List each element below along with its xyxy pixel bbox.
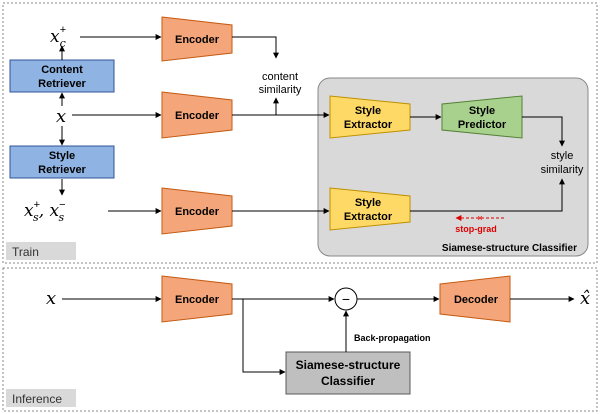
classifier-inference-line2: Classifier	[321, 374, 375, 388]
content-similarity-line1: content	[262, 71, 298, 83]
style-similarity-line2: similarity	[541, 164, 584, 176]
content-similarity-line2: similarity	[259, 84, 302, 96]
style-extractor-top	[329, 95, 411, 139]
style-retriever-line1: Style	[49, 150, 75, 162]
style-predictor-line1: Style	[469, 105, 495, 117]
encoder-bottom	[161, 187, 233, 235]
arrow-extractor-bottom-to-style-sim	[410, 178, 565, 212]
inference-label: Inference	[12, 392, 62, 406]
arrow-predictor-to-style-sim	[522, 116, 565, 147]
x-c-plus-label: xc+	[50, 24, 66, 50]
style-extractor-top-line1: Style	[355, 105, 381, 117]
encoder-inference	[161, 275, 233, 323]
encoder-top-label: Encoder	[175, 34, 220, 46]
style-extractor-top-line2: Extractor	[344, 119, 393, 131]
classifier-inference-line1: Siamese-structure	[296, 358, 401, 372]
stop-grad-label: stop-grad	[455, 224, 497, 234]
style-predictor-line2: Predictor	[458, 119, 507, 131]
decoder-label: Decoder	[454, 294, 499, 306]
inference-label-box	[6, 389, 76, 407]
style-extractor-bottom-line1: Style	[355, 197, 381, 209]
arrow-encoder-to-classifier	[242, 299, 286, 375]
decoder	[439, 275, 511, 323]
x-input-train: x	[56, 106, 66, 127]
encoder-middle-label: Encoder	[175, 110, 220, 122]
train-label-box	[6, 242, 76, 260]
encoder-middle	[161, 91, 233, 139]
encoder-inference-label: Encoder	[175, 294, 220, 306]
subtraction-sign: −	[342, 291, 350, 307]
backprop-label: Back-propagation	[354, 333, 431, 343]
content-retriever-line2: Retriever	[38, 78, 86, 90]
siamese-panel-label: Siamese-structure Classifier	[442, 243, 577, 254]
train-label: Train	[12, 245, 39, 259]
style-retriever-line2: Retriever	[38, 164, 86, 176]
style-extractor-bottom-line2: Extractor	[344, 211, 393, 223]
style-predictor	[441, 95, 523, 139]
x-s-pair-label: x+s, x−s	[24, 199, 66, 224]
classifier-inference-box	[285, 351, 411, 395]
encoder-bottom-label: Encoder	[175, 206, 220, 218]
style-extractor-bottom	[329, 187, 411, 231]
style-retriever-box	[9, 145, 115, 179]
x-input-inference: x	[46, 288, 56, 309]
x-hat-output: x̂	[580, 288, 590, 309]
arrow-top-encoder-to-content-sim	[232, 36, 279, 59]
content-retriever-line1: Content	[41, 64, 83, 76]
encoder-top	[161, 16, 233, 62]
stop-grad-x-icon: ×	[477, 213, 482, 223]
style-similarity-line1: style	[551, 150, 574, 162]
